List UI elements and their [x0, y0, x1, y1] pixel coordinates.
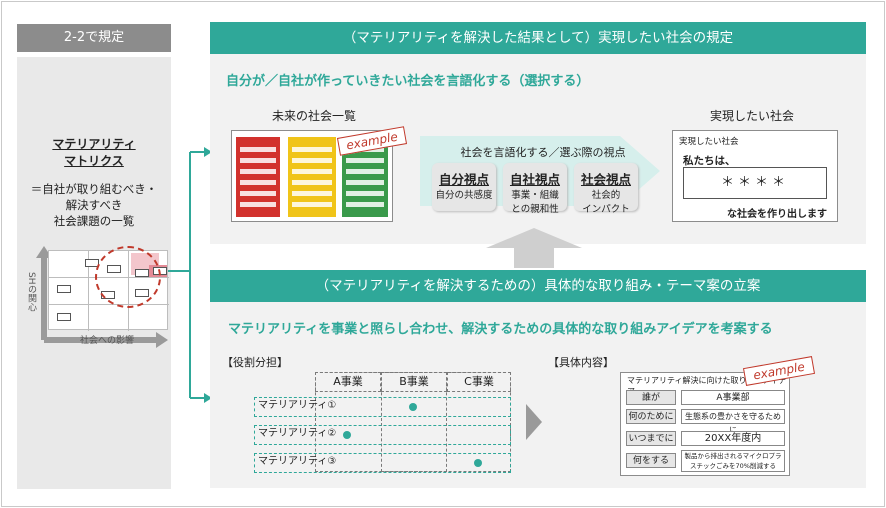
detail-key-who: 誰が: [626, 390, 676, 405]
society-viewpoint-title: 社会視点: [580, 172, 631, 187]
realize-society-label: 実現したい社会: [710, 109, 795, 123]
card-title: 実現したい社会: [679, 137, 739, 147]
matrix-cell: [49, 251, 89, 278]
assignment-dot-b-1: [409, 403, 417, 411]
matrix-description: ＝自社が取り組むべき・ 解決すべき 社会課題の一覧: [17, 181, 171, 229]
detail-key-when: いつまでに: [626, 431, 676, 446]
society-viewpoint-sub2: インパクト: [582, 204, 630, 215]
issue-marker: [57, 285, 71, 293]
matrix-desc-line1: ＝自社が取り組むべき・: [30, 182, 158, 196]
matrix-cell: [129, 305, 169, 331]
society-viewpoint-sub1: 社会的: [591, 190, 621, 201]
company-viewpoint-sub2: との親和性: [511, 204, 559, 215]
assignment-dot-a-2: [343, 431, 351, 439]
matrix-desc-line3: 社会課題の一覧: [53, 214, 135, 228]
self-viewpoint-title: 自分視点: [438, 172, 489, 187]
self-viewpoint: 自分視点 自分の共感度: [432, 163, 496, 211]
matrix-desc-line2: 解決すべき: [65, 198, 123, 212]
society-definition-header: （マテリアリティを解決した結果として）実現したい社会の規定: [210, 22, 866, 54]
row-materiality-1: マテリアリティ①: [254, 397, 511, 417]
matrix-cell: [89, 305, 129, 331]
realize-society-card: 実現したい社会 私たちは、 ＊＊＊＊ な社会を作り出します: [672, 130, 838, 222]
detail-label: 【具体内容】: [548, 356, 614, 369]
detail-key-what: 何をする: [626, 453, 676, 468]
matrix-title-line1: マテリアリティ: [52, 137, 136, 151]
card-bottom-text: な社会を作り出します: [727, 209, 827, 220]
right-arrow: [526, 404, 542, 440]
detail-value-why: 生態系の豊かさを守るために: [681, 409, 785, 435]
matrix-cell: [49, 305, 89, 331]
connector-arrows: [168, 147, 212, 403]
thumb-rows: [346, 147, 384, 213]
col-b: [381, 372, 447, 472]
society-lead: 自分が／自社が作っていきたい社会を言語化する（選択する）: [226, 74, 590, 89]
issue-marker: [57, 313, 71, 321]
thumb-rows: [240, 147, 276, 213]
assignment-dot-c-3: [474, 459, 482, 467]
detail-value-who: A事業部: [681, 390, 785, 405]
x-axis-label: 社会への影響: [80, 336, 135, 346]
detail-value-what: 製品から排出されるマイクロプラスチックごみを70%削減する: [681, 450, 785, 472]
viewpoint-arrow-label: 社会を言語化する／選ぶ際の視点: [460, 146, 626, 159]
row-materiality-2: マテリアリティ②: [254, 425, 511, 445]
detail-value-when: 20XX年度内: [681, 431, 785, 446]
matrix-cell: [129, 278, 169, 305]
society-viewpoint: 社会視点 社会的 インパクト: [574, 163, 638, 215]
initiative-lead: マテリアリティを事業と照らし合わせ、解決するための具体的な取り組みアイデアを考案…: [228, 322, 773, 337]
x-axis-arrowhead: [156, 332, 168, 348]
row-materiality-3: マテリアリティ③: [254, 453, 511, 473]
matrix-title-line2: マトリクス: [64, 154, 124, 168]
thumb-rows: [292, 147, 332, 213]
company-viewpoint-sub1: 事業・組織: [511, 190, 559, 201]
matrix-title: マテリアリティ マトリクス: [17, 136, 171, 170]
company-viewpoint-title: 自社視点: [509, 172, 560, 187]
up-arrow: [486, 228, 582, 268]
left-header: 2-2で規定: [17, 24, 171, 52]
card-stars-box: ＊＊＊＊: [683, 167, 827, 199]
card-we: 私たちは、: [683, 155, 736, 167]
initiative-header: （マテリアリティを解決するための）具体的な取り組み・テーマ案の立案: [210, 270, 866, 302]
future-society-label: 未来の社会一覧: [272, 109, 357, 123]
focus-circle: [95, 246, 161, 308]
detail-key-why: 何のために: [626, 409, 676, 424]
matrix-cell: [49, 278, 89, 305]
self-viewpoint-sub: 自分の共感度: [435, 190, 493, 201]
col-header-a: A事業: [315, 372, 381, 392]
col-header-c: C事業: [447, 372, 511, 392]
company-viewpoint: 自社視点 事業・組織 との親和性: [503, 163, 567, 215]
y-axis-label: SHの関心: [26, 272, 36, 312]
role-label: 【役割分担】: [222, 356, 288, 369]
